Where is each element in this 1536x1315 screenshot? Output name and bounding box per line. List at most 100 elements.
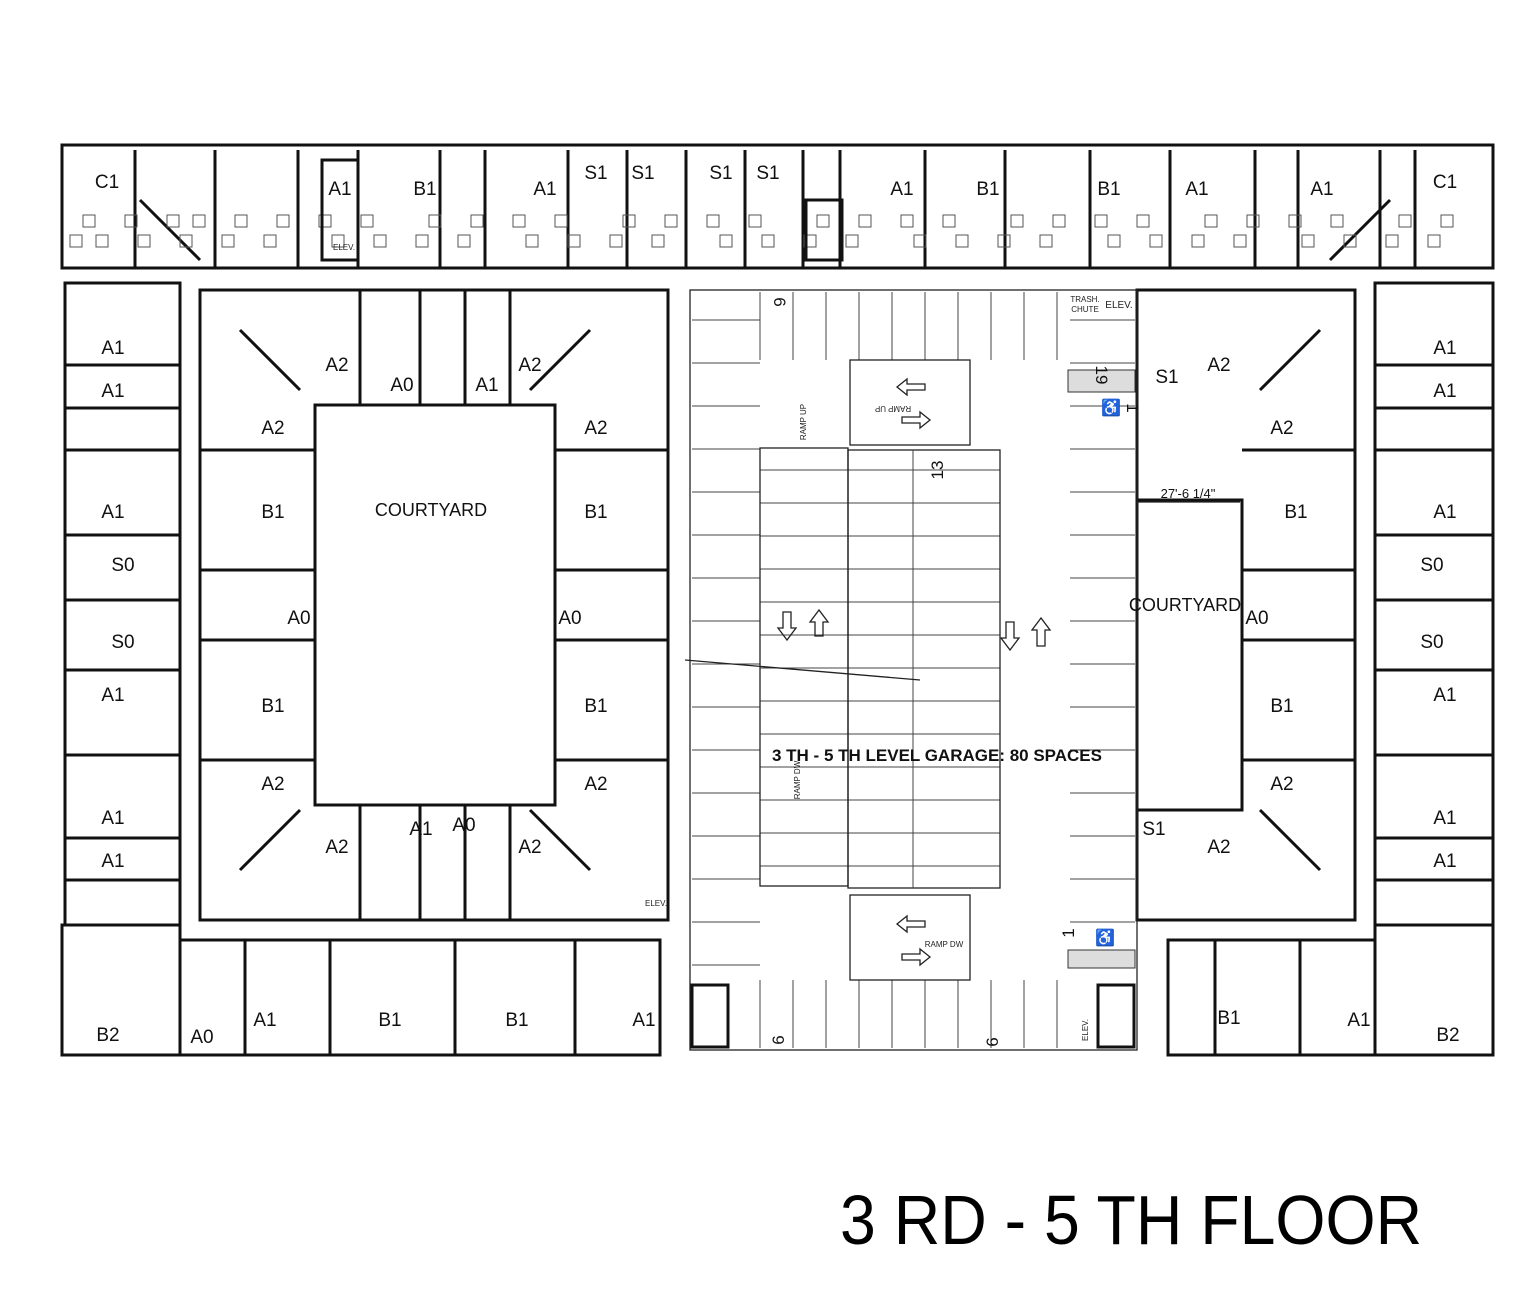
fixture: [664, 214, 678, 228]
wall-outline: [1373, 923, 1495, 1057]
courtyard-west-label: COURTYARD: [375, 500, 487, 520]
fixture: [1343, 234, 1357, 248]
garage-label: 3 TH - 5 TH LEVEL GARAGE: 80 SPACES: [772, 746, 1102, 765]
corridor-diagonal: [1328, 198, 1392, 262]
stall-count: 1: [1123, 403, 1142, 412]
unit-label: C1: [95, 172, 119, 193]
stair: [1096, 983, 1136, 1049]
fixture: [512, 214, 526, 228]
wall-outline: [1135, 498, 1244, 812]
arrow-right-icon: [901, 947, 932, 967]
unit-label: B1: [1270, 696, 1293, 717]
fixture: [1233, 234, 1247, 248]
stall-count: 13: [928, 461, 947, 480]
unit-label: A2: [1270, 418, 1293, 439]
stair: [690, 983, 730, 1049]
ramp-up-label: RAMP UP: [799, 404, 808, 440]
hatched-area: [1067, 949, 1136, 969]
unit-label: A1: [1347, 1010, 1370, 1031]
unit-label: A2: [518, 837, 541, 858]
unit-label: B1: [413, 179, 436, 200]
floor-title: 3 RD - 5 TH FLOOR: [840, 1181, 1423, 1259]
unit-label: S1: [1155, 367, 1178, 388]
unit-label: B1: [1097, 179, 1120, 200]
corridor-diagonal: [1258, 328, 1322, 392]
unit-label: B1: [261, 696, 284, 717]
wall-outline: [689, 289, 1138, 1051]
fixture: [803, 234, 817, 248]
unit-label: A0: [287, 608, 310, 629]
fixture: [706, 214, 720, 228]
ramp-area: [849, 359, 971, 446]
elev-label: ELEV.: [645, 899, 667, 908]
unit-label: B1: [378, 1010, 401, 1031]
corridor-diagonal: [138, 198, 202, 262]
fixture: [276, 214, 290, 228]
unit-label: A1: [1433, 851, 1456, 872]
fixture: [415, 234, 429, 248]
fixture: [942, 214, 956, 228]
unit-label: S0: [111, 632, 134, 653]
corridor-diagonal: [238, 808, 302, 872]
fixture: [1010, 214, 1024, 228]
fixture: [1204, 214, 1218, 228]
fixture: [567, 234, 581, 248]
fixture: [82, 214, 96, 228]
ramp-down-label: RAMP DW: [793, 760, 802, 799]
ramp-area: [847, 449, 1001, 889]
ramp-down-label-2: RAMP DW: [925, 940, 964, 949]
arrow-down-icon: [999, 621, 1021, 652]
unit-label: B1: [584, 696, 607, 717]
arrow-down-icon: [776, 611, 798, 642]
fixture: [373, 234, 387, 248]
fixture: [1301, 234, 1315, 248]
wheelchair-icon: ♿: [1095, 928, 1115, 947]
arrow-left-icon: [895, 914, 926, 934]
unit-label: A1: [1433, 685, 1456, 706]
unit-label: A2: [261, 418, 284, 439]
stall-count: 6: [983, 1037, 1002, 1046]
unit-label: A1: [1433, 502, 1456, 523]
trash-chute-label: TRASH.: [1070, 295, 1099, 304]
unit-label: A0: [1245, 608, 1268, 629]
fixture: [166, 214, 180, 228]
unit-label: A2: [325, 837, 348, 858]
arrow-up-icon: [808, 608, 830, 637]
fixture: [428, 214, 442, 228]
unit-label: A0: [390, 375, 413, 396]
fixture: [263, 234, 277, 248]
arrow-right-icon: [901, 410, 932, 430]
fixture: [69, 234, 83, 248]
unit-label: S0: [111, 555, 134, 576]
wheelchair-icon: ♿: [1101, 398, 1121, 417]
unit-label: A1: [1433, 381, 1456, 402]
unit-label: A1: [253, 1010, 276, 1031]
unit-label: S0: [1420, 632, 1443, 653]
unit-label: A1: [101, 381, 124, 402]
elev-label: ELEV.: [333, 243, 355, 252]
fixture: [95, 234, 109, 248]
unit-label: S1: [1142, 819, 1165, 840]
fixture: [1149, 234, 1163, 248]
stall-count: 6: [770, 297, 789, 306]
fixture: [997, 234, 1011, 248]
unit-label: B2: [96, 1025, 119, 1046]
unit-label: A1: [632, 1010, 655, 1031]
fixture: [955, 234, 969, 248]
fixture: [816, 214, 830, 228]
wall-outline: [313, 403, 557, 807]
fixture: [1330, 214, 1344, 228]
fixture: [1398, 214, 1412, 228]
fixture: [651, 234, 665, 248]
fixture: [761, 234, 775, 248]
hatched-area: [1067, 369, 1136, 393]
fixture: [457, 234, 471, 248]
unit-label: A1: [101, 685, 124, 706]
fixture: [1039, 234, 1053, 248]
elev-label: ELEV.: [1081, 1019, 1090, 1041]
fixture: [719, 234, 733, 248]
unit-label: A1: [409, 819, 432, 840]
fixture: [1385, 234, 1399, 248]
trash-chute-label-2: CHUTE: [1071, 305, 1099, 314]
unit-label: A2: [584, 418, 607, 439]
